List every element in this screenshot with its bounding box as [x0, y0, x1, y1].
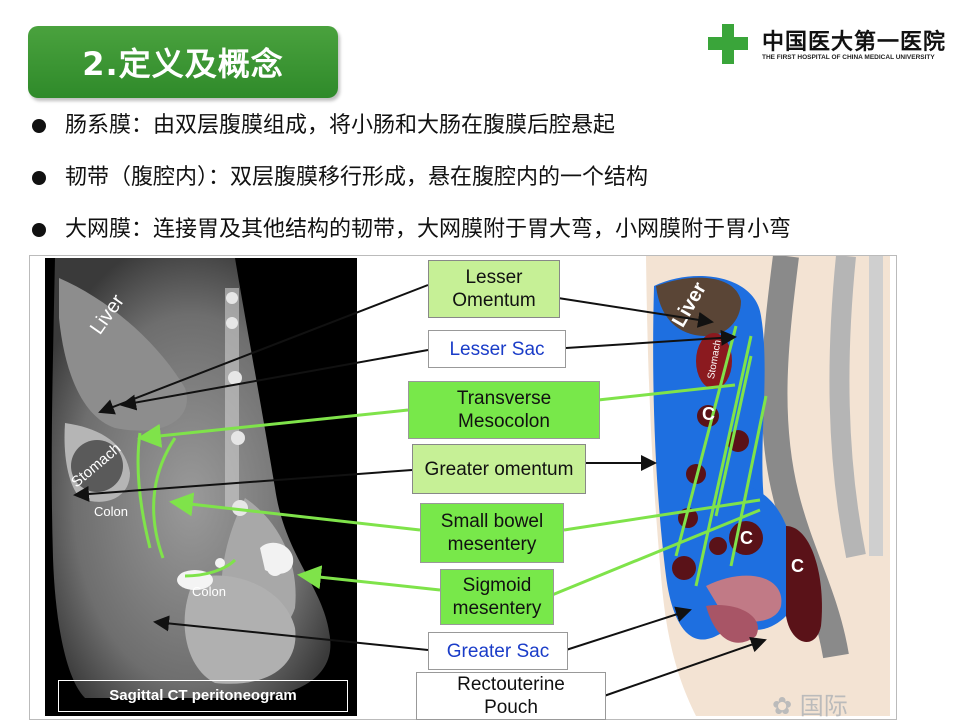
bullet-item: 大网膜：连接胃及其他结构的韧带，大网膜附于胃大弯，小网膜附于胃小弯 — [32, 204, 957, 256]
label-line: Sigmoid — [462, 575, 532, 596]
label-line: Transverse — [456, 388, 552, 409]
label-line: Pouch — [484, 697, 538, 718]
label-transverse-mesocolon: Transverse Mesocolon — [408, 381, 600, 439]
label-lesser-omentum: Lesser Omentum — [428, 260, 560, 318]
label-line: Rectouterine — [457, 674, 565, 695]
diagram-label-colon: C — [740, 528, 753, 548]
label-line: Small bowel — [440, 511, 544, 532]
label-line: mesentery — [447, 534, 537, 555]
label-line: Greater Sac — [446, 640, 550, 662]
label-line: mesentery — [452, 598, 542, 619]
label-greater-omentum: Greater omentum — [412, 444, 586, 494]
slide-title-box: 2.定义及概念 — [28, 26, 338, 98]
label-lesser-sac: Lesser Sac — [428, 330, 566, 368]
slide-title: 2.定义及概念 — [82, 45, 284, 83]
watermark: ✿ 国际 — [772, 686, 848, 721]
hospital-logo-subtext: THE FIRST HOSPITAL OF CHINA MEDICAL UNIV… — [762, 54, 935, 61]
label-sigmoid-mesentery: Sigmoid mesentery — [440, 569, 554, 625]
ct-label-colon: Colon — [94, 504, 128, 519]
label-line: Lesser — [465, 267, 523, 288]
ct-caption: Sagittal CT peritoneogram — [58, 680, 348, 712]
peritoneum-diagram — [646, 256, 890, 716]
bullet-text: 韧带（腹腔内）：双层腹膜移行形成，悬在腹腔内的一个结构 — [65, 165, 649, 190]
label-line: Greater omentum — [424, 458, 574, 480]
label-line: Omentum — [452, 290, 536, 311]
watermark-text: 国际 — [799, 692, 848, 720]
wechat-icon: ✿ — [772, 692, 793, 720]
diagram-label-colon: C — [702, 404, 715, 424]
bullet-dot-icon — [32, 171, 46, 185]
bullet-text: 大网膜：连接胃及其他结构的韧带，大网膜附于胃大弯，小网膜附于胃小弯 — [65, 217, 792, 242]
bullet-item: 肠系膜：由双层腹膜组成，将小肠和大肠在腹膜后腔悬起 — [32, 100, 957, 152]
bullet-item: 韧带（腹腔内）：双层腹膜移行形成，悬在腹腔内的一个结构 — [32, 152, 957, 204]
label-greater-sac: Greater Sac — [428, 632, 568, 670]
bullet-dot-icon — [32, 223, 46, 237]
label-small-bowel-mesentery: Small bowel mesentery — [420, 503, 564, 563]
bullet-list: 肠系膜：由双层腹膜组成，将小肠和大肠在腹膜后腔悬起 韧带（腹腔内）：双层腹膜移行… — [32, 100, 957, 256]
hospital-logo-icon — [708, 24, 748, 64]
bullet-text: 肠系膜：由双层腹膜组成，将小肠和大肠在腹膜后腔悬起 — [65, 113, 616, 138]
label-line: Lesser Sac — [449, 338, 545, 360]
ct-label-colon: Colon — [192, 584, 226, 599]
label-rectouterine-pouch: Rectouterine Pouch — [416, 672, 606, 720]
hospital-logo-text: 中国医大第一医院 — [762, 29, 947, 55]
diagram-label-colon: C — [791, 556, 804, 576]
label-line: Mesocolon — [458, 411, 550, 432]
bullet-dot-icon — [32, 119, 46, 133]
